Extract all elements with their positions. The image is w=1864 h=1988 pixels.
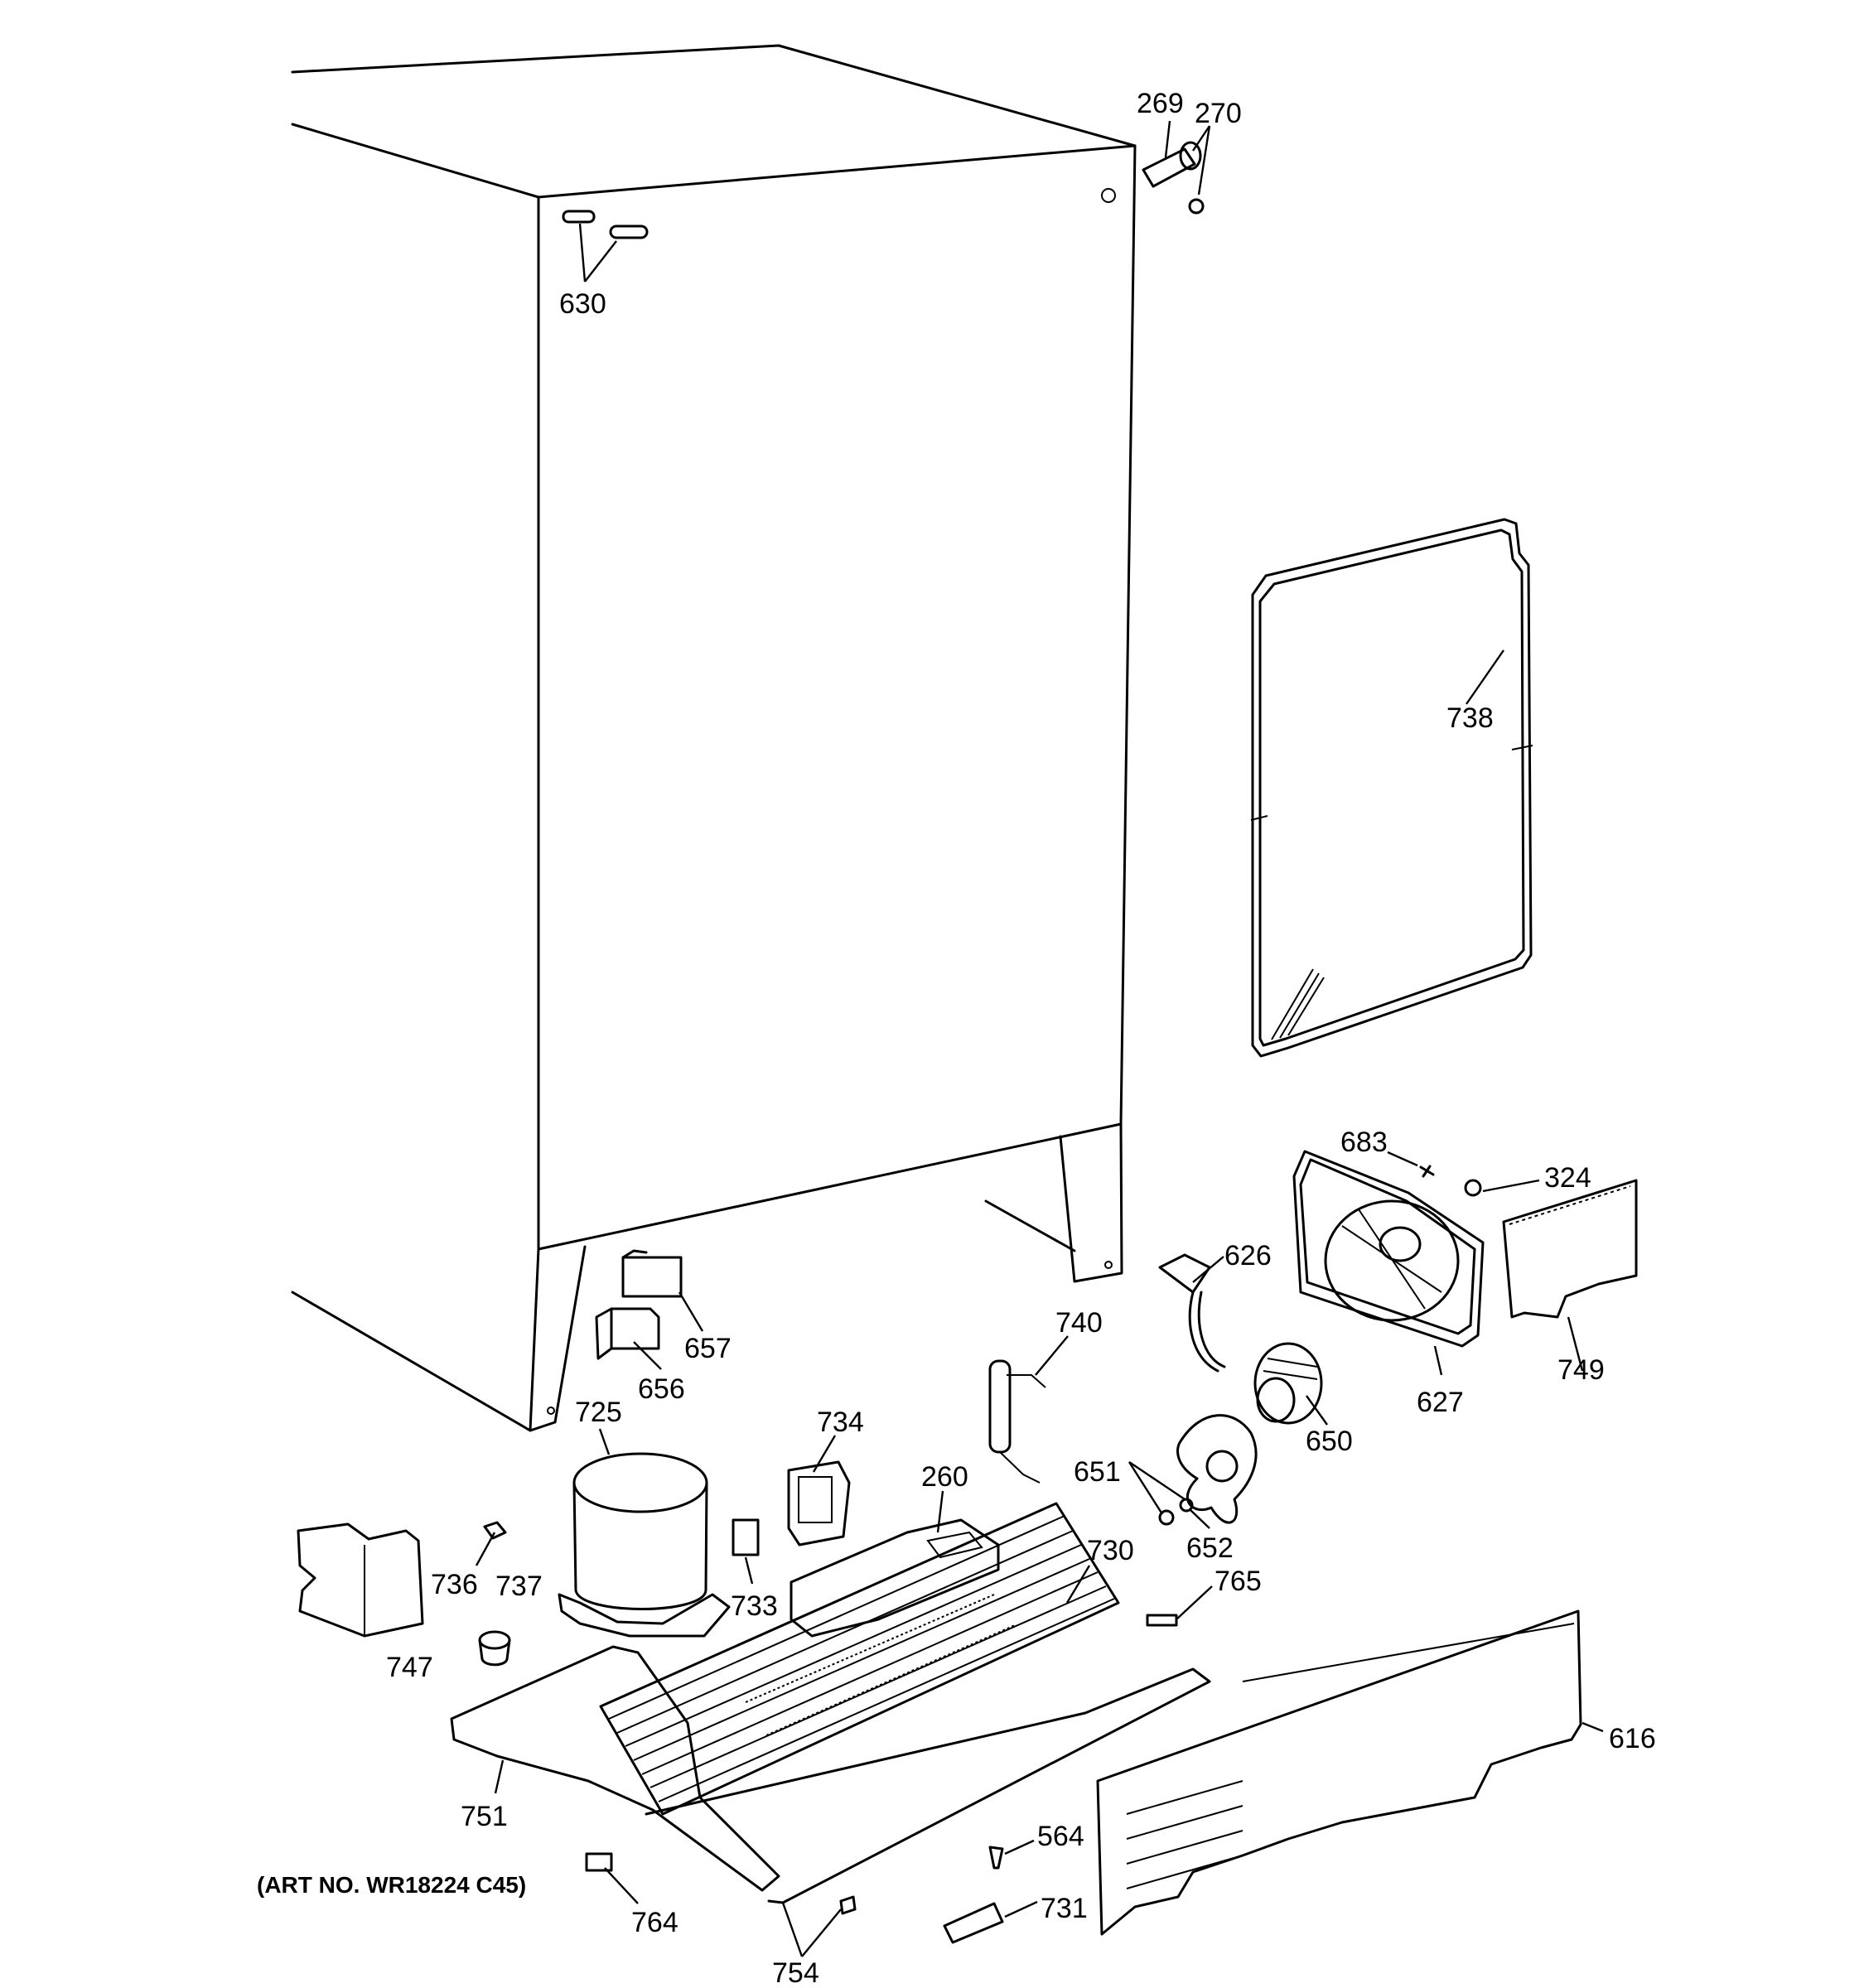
part-630-slot-caps (562, 210, 649, 239)
part-657-656-brackets (595, 1249, 683, 1360)
part-749-cover-panel (1502, 1179, 1638, 1319)
part-651-652-fan-blade (1158, 1414, 1258, 1526)
label-749: 749 (1557, 1354, 1605, 1386)
label-656: 656 (638, 1373, 685, 1405)
part-731-bracket (943, 1902, 1004, 1944)
label-731: 731 (1041, 1893, 1088, 1924)
part-725-compressor (558, 1452, 731, 1638)
part-740-wire-harness (988, 1359, 1046, 1484)
label-626: 626 (1224, 1240, 1272, 1271)
part-738-door-gasket (1250, 518, 1533, 1058)
part-734-relay (787, 1460, 851, 1546)
part-733-overload (732, 1518, 760, 1556)
label-324: 324 (1544, 1162, 1591, 1194)
part-747-terminal-cover (297, 1522, 424, 1638)
part-616-access-panel (1096, 1609, 1582, 1936)
part-751-base-pan (450, 1645, 1211, 1904)
part-765-clip (1146, 1614, 1178, 1627)
label-683: 683 (1340, 1127, 1388, 1158)
label-630: 630 (559, 288, 606, 320)
refrigerator-cabinet (291, 44, 1137, 1432)
label-650: 650 (1306, 1426, 1353, 1457)
label-740: 740 (1055, 1307, 1103, 1339)
label-616: 616 (1609, 1723, 1656, 1754)
part-764-clip (585, 1852, 613, 1872)
part-754-foot (839, 1895, 857, 1915)
part-683-324-screws (1419, 1165, 1482, 1197)
part-626-power-cord (1158, 1253, 1226, 1373)
part-564-screw (988, 1846, 1004, 1870)
part-labels: 269 270 630 738 683 324 626 627 749 740 … (386, 88, 1656, 1988)
label-754: 754 (772, 1957, 819, 1988)
label-751: 751 (461, 1801, 508, 1832)
label-733: 733 (731, 1590, 778, 1622)
part-627-fan-shroud (1292, 1150, 1485, 1348)
label-764: 764 (631, 1907, 678, 1938)
label-652: 652 (1186, 1532, 1234, 1564)
label-260: 260 (921, 1461, 968, 1493)
label-737: 737 (495, 1571, 543, 1602)
label-747: 747 (386, 1652, 433, 1683)
label-734: 734 (817, 1407, 864, 1438)
label-270: 270 (1195, 98, 1242, 129)
part-736-737-clip-grommet (478, 1521, 511, 1667)
leader-lines (475, 120, 1604, 1957)
label-564: 564 (1037, 1821, 1084, 1852)
part-650-fan-motor (1253, 1342, 1323, 1425)
label-269: 269 (1137, 88, 1184, 119)
part-730-condenser-coil (599, 1502, 1120, 1816)
part-269-270-hinge-pin (1142, 141, 1205, 215)
label-738: 738 (1446, 702, 1494, 734)
label-725: 725 (575, 1397, 622, 1428)
label-627: 627 (1417, 1387, 1464, 1418)
label-730: 730 (1087, 1535, 1134, 1566)
label-651: 651 (1074, 1456, 1121, 1488)
label-657: 657 (684, 1333, 732, 1364)
label-736: 736 (431, 1569, 478, 1600)
part-260-drain-pan (790, 1518, 1000, 1638)
label-765: 765 (1214, 1566, 1262, 1597)
art-number-caption: (ART NO. WR18224 C45) (257, 1872, 526, 1898)
